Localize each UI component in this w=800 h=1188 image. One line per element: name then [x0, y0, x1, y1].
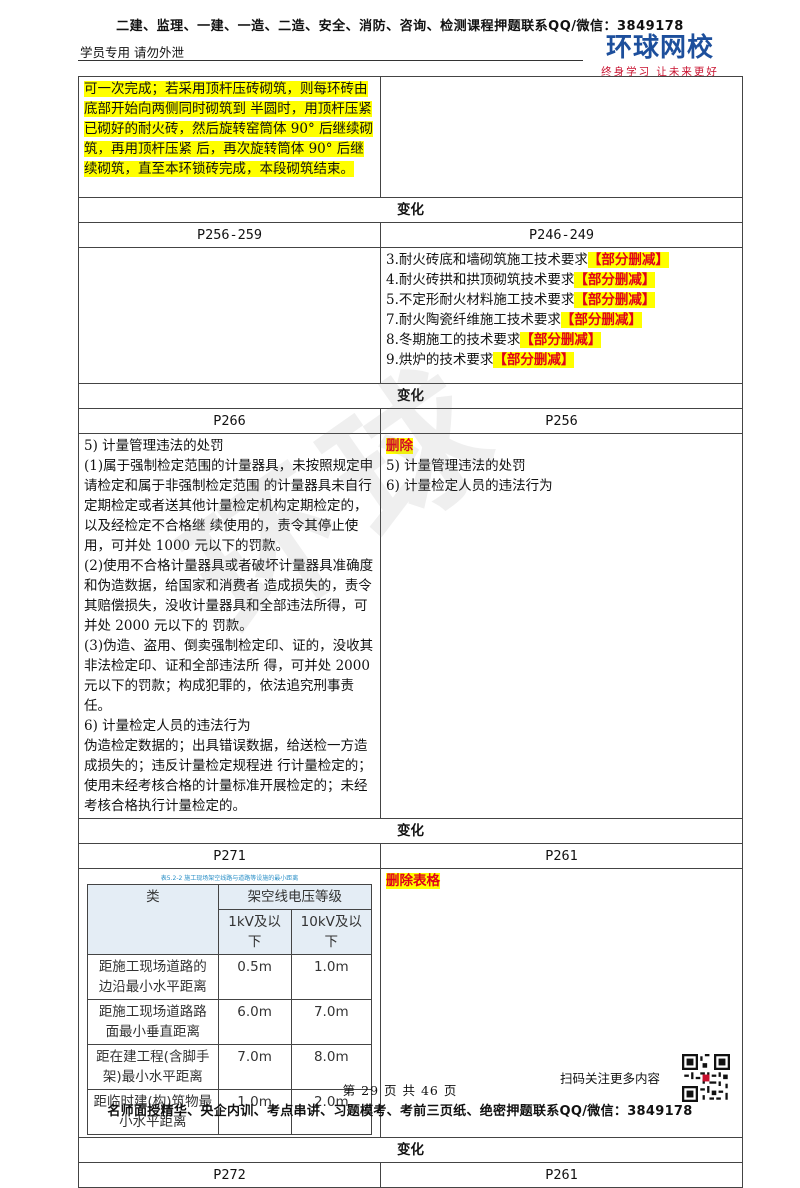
- scan-prompt: 扫码关注更多内容: [560, 1071, 661, 1086]
- partial-delete-tag: 【部分删减】: [574, 292, 656, 308]
- page-ref-left: P271: [78, 843, 381, 869]
- list-item: 9.烘炉的技术要求【部分删减】: [386, 352, 575, 368]
- paragraph: 6) 计量检定人员的违法行为: [84, 718, 251, 734]
- page-ref-right: P256: [380, 408, 743, 434]
- table-row: 可一次完成；若采用顶杆压砖砌筑，则每环砖由底部开始向两侧同时砌筑到 半圆时，用顶…: [78, 76, 743, 198]
- cell-penalty-right: 删除 5) 计量管理违法的处罚 6) 计量检定人员的违法行为: [380, 433, 743, 819]
- list-item: 7.耐火陶瓷纤维施工技术要求【部分删减】: [386, 312, 642, 328]
- list-item: 8.冬期施工的技术要求【部分删减】: [386, 332, 602, 348]
- paragraph: (2)使用不合格计量器具或者破坏计量器具准确度和伪造数据，给国家和消费者 造成损…: [84, 558, 374, 634]
- brand-logo: 环球网校 终身学习 让未来更好: [590, 33, 730, 79]
- paragraph: 伪造检定数据的；出具错误数据，给送检一方造成损失的；违反计量检定规程进 行计量检…: [84, 738, 372, 814]
- page-ref-left: P272: [78, 1162, 381, 1188]
- qr-code-icon[interactable]: [682, 1054, 730, 1102]
- cell-mini-table: 表5.2-2 施工现场架空线路与道路等设施的最小距离 类 架空线电压等级 1kV…: [78, 868, 381, 1138]
- change-band: 变化: [78, 1137, 743, 1163]
- brand-slogan: 终身学习 让未来更好: [601, 66, 719, 78]
- page-ref-right: P261: [380, 1162, 743, 1188]
- table-row: 变化: [78, 383, 743, 409]
- table-row: 3.耐火砖底和墙砌筑施工技术要求【部分删减】 4.耐火砖拱和拱顶砌筑技术要求【部…: [78, 247, 743, 384]
- delete-tag: 删除: [386, 438, 413, 454]
- page-ref-right: P261: [380, 843, 743, 869]
- table-row: 5) 计量管理违法的处罚 (1)属于强制检定范围的计量器具，未按照规定申请检定和…: [78, 433, 743, 819]
- list-item: 4.耐火砖拱和拱顶砌筑技术要求【部分删减】: [386, 272, 656, 288]
- table-row: P271 P261: [78, 843, 743, 869]
- page-ref-right: P246-249: [380, 222, 743, 248]
- list-item: 3.耐火砖底和墙砌筑施工技术要求【部分删减】: [386, 252, 669, 268]
- header-student-only: 学员专用 请勿外泄: [80, 45, 184, 60]
- partial-delete-tag: 【部分删减】: [574, 272, 656, 288]
- page-ref-left: P266: [78, 408, 381, 434]
- paragraph: (1)属于强制检定范围的计量器具，未按照规定申请检定和属于非强制检定范围 的计量…: [84, 458, 374, 554]
- highlighted-text: 可一次完成；若采用顶杆压砖砌筑，则每环砖由底部开始向两侧同时砌筑到 半圆时，用顶…: [84, 81, 374, 177]
- header-rule: [78, 60, 583, 61]
- delete-table-tag: 删除表格: [386, 873, 440, 889]
- cell-row1-right: [380, 76, 743, 198]
- table-row: 变化: [78, 818, 743, 844]
- table-row: 变化: [78, 197, 743, 223]
- table-row: 变化: [78, 1137, 743, 1163]
- partial-delete-tag: 【部分删减】: [520, 332, 602, 348]
- mini-table-head: 类: [87, 884, 219, 955]
- paragraph: (3)伪造、盗用、倒卖强制检定印、证的，没收其非法检定印、证和全部违法所 得，可…: [84, 638, 374, 714]
- partial-delete-tag: 【部分删减】: [587, 252, 669, 268]
- brand-name: 环球网校: [605, 33, 714, 63]
- partial-delete-tag: 【部分删减】: [560, 312, 642, 328]
- header-contact-line: 二建、监理、一建、一造、二造、安全、消防、咨询、检测课程押题联系QQ/微信：38…: [116, 19, 684, 34]
- cell-list1-right: 3.耐火砖底和墙砌筑施工技术要求【部分删减】 4.耐火砖拱和拱顶砌筑技术要求【部…: [380, 247, 743, 384]
- change-band: 变化: [78, 818, 743, 844]
- comparison-table: 可一次完成；若采用顶杆压砖砌筑，则每环砖由底部开始向两侧同时砌筑到 半圆时，用顶…: [78, 76, 743, 1188]
- mini-table-title: 表5.2-2 施工现场架空线路与道路等设施的最小距离: [160, 875, 299, 882]
- page-ref-left: P256-259: [78, 222, 381, 248]
- change-band: 变化: [78, 197, 743, 223]
- table-row: P272 P261: [78, 1162, 743, 1188]
- paragraph: 5) 计量管理违法的处罚: [84, 438, 224, 454]
- cell-list1-left: [78, 247, 381, 384]
- table-row: P256-259 P246-249: [78, 222, 743, 248]
- change-band: 变化: [78, 383, 743, 409]
- paragraph: 5) 计量管理违法的处罚: [386, 458, 526, 474]
- paragraph: 6) 计量检定人员的违法行为: [386, 478, 553, 494]
- partial-delete-tag: 【部分删减】: [493, 352, 575, 368]
- page-number: 第 29 页 共 46 页: [342, 1083, 458, 1098]
- cell-penalty-left: 5) 计量管理违法的处罚 (1)属于强制检定范围的计量器具，未按照规定申请检定和…: [78, 433, 381, 819]
- cell-row1-left: 可一次完成；若采用顶杆压砖砌筑，则每环砖由底部开始向两侧同时砌筑到 半圆时，用顶…: [78, 76, 381, 198]
- mini-table-head: 10kV及以下: [290, 909, 373, 955]
- mini-table-head: 1kV及以下: [217, 909, 292, 955]
- table-row: 表5.2-2 施工现场架空线路与道路等设施的最小距离 类 架空线电压等级 1kV…: [78, 868, 743, 1138]
- mini-table-head: 架空线电压等级: [217, 884, 373, 910]
- table-row: P266 P256: [78, 408, 743, 434]
- list-item: 5.不定形耐火材料施工技术要求【部分删减】: [386, 292, 656, 308]
- footer-contact-line: 名师面授精华、央企内训、考点串讲、习题模考、考前三页纸、绝密押题联系QQ/微信：…: [107, 1104, 693, 1119]
